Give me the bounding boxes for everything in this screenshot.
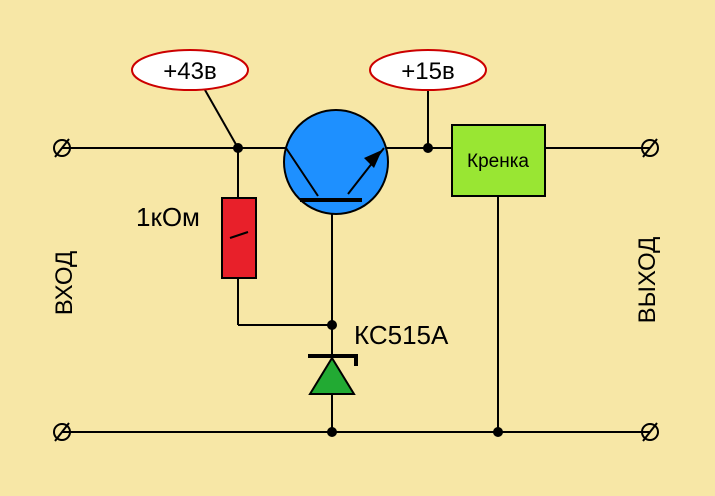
terminal-icon <box>641 138 659 158</box>
resistor-label: 1кОм <box>136 202 200 232</box>
terminal-icon <box>641 422 659 442</box>
zener-diode <box>308 354 358 395</box>
regulator: Кренка <box>451 124 546 197</box>
zener-label: КС515А <box>354 320 449 350</box>
callout-output-voltage: +15в <box>369 49 487 91</box>
callout-oval <box>369 49 487 91</box>
callout-oval <box>131 49 249 91</box>
junction-dot-icon <box>327 427 337 437</box>
regulator-label: Кренка <box>467 151 529 172</box>
resistor <box>221 197 257 279</box>
zener-triangle <box>308 356 356 395</box>
transistor <box>283 109 389 215</box>
junction-dot-icon <box>493 427 503 437</box>
resistor-mark <box>229 231 249 239</box>
junction-dot-icon <box>423 143 433 153</box>
wires <box>62 89 650 433</box>
transistor-body <box>283 109 389 215</box>
leader-43v <box>204 89 239 149</box>
junction-dot-icon <box>233 143 243 153</box>
output-side-label: ВЫХОД <box>634 237 661 324</box>
transistor-collector <box>285 147 319 197</box>
transistor-arrow-icon <box>364 150 382 168</box>
zener-cathode-bar <box>308 354 358 366</box>
junctions <box>233 143 503 437</box>
terminal-icon <box>53 422 71 442</box>
regulator-body <box>451 124 546 197</box>
voltage-output-label: +15в <box>401 58 454 85</box>
input-side-label: ВХОД <box>51 251 78 316</box>
terminal-icon <box>53 138 71 158</box>
terminals <box>53 138 659 442</box>
callout-input-voltage: +43в <box>131 49 249 91</box>
resistor-body <box>221 197 257 279</box>
voltage-input-label: +43в <box>163 58 216 85</box>
junction-dot-icon <box>327 320 337 330</box>
